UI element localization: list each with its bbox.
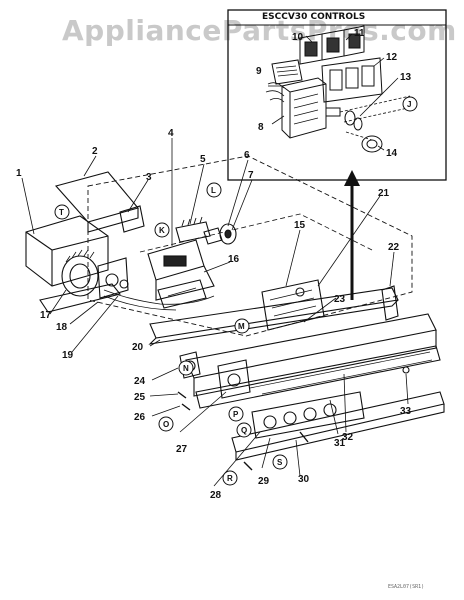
callout-16: 16 xyxy=(228,254,240,265)
svg-text:P: P xyxy=(233,410,239,419)
callout-33: 33 xyxy=(400,406,412,417)
callout-7: 7 xyxy=(248,170,254,181)
part-28-shape xyxy=(251,391,365,439)
callout-3: 3 xyxy=(146,172,152,183)
letter-callout-T: T xyxy=(54,204,70,220)
callout-15: 15 xyxy=(294,220,306,231)
callout-2: 2 xyxy=(92,146,98,157)
part-8-shape xyxy=(281,77,327,139)
inset-box xyxy=(227,9,447,181)
svg-text:M: M xyxy=(238,322,245,331)
letter-callout-L: L xyxy=(206,182,222,198)
part-9-shape xyxy=(271,59,303,85)
part-12-shape xyxy=(321,57,383,103)
leader-lines xyxy=(21,33,409,487)
callout-9: 9 xyxy=(256,66,262,77)
callout-18: 18 xyxy=(56,322,68,333)
callout-13: 13 xyxy=(400,72,412,83)
footer-code: ESA2L07(SR1) xyxy=(388,584,425,590)
letter-callout-N: N xyxy=(178,360,194,376)
part-20-shape xyxy=(149,287,399,339)
part-13-shape xyxy=(344,110,356,126)
callout-11: 11 xyxy=(354,28,365,39)
svg-text:R: R xyxy=(227,474,233,483)
callout-26: 26 xyxy=(134,412,146,423)
callout-27: 27 xyxy=(176,444,188,455)
part-callouts: 1 2 3 4 5 6 7 8 9 10 11 12 13 14 15 16 1… xyxy=(16,28,412,501)
callout-12: 12 xyxy=(386,52,398,63)
part-3-shape xyxy=(119,205,145,233)
pointer-arrow xyxy=(344,170,360,300)
callout-24: 24 xyxy=(134,376,146,387)
callout-29: 29 xyxy=(258,476,270,487)
part-15-shape xyxy=(261,279,325,331)
callout-31: 31 xyxy=(334,438,346,449)
letter-callout-S: S xyxy=(272,454,288,470)
part-1-shape xyxy=(25,215,109,287)
callout-5: 5 xyxy=(200,154,206,165)
callout-17: 17 xyxy=(40,310,52,321)
motor-shape xyxy=(61,255,99,297)
svg-text:S: S xyxy=(277,458,283,467)
callout-14: 14 xyxy=(386,148,398,159)
callout-22: 22 xyxy=(388,242,400,253)
part-5-shape xyxy=(175,221,211,243)
part-19-shape xyxy=(103,289,215,305)
callout-20: 20 xyxy=(132,342,144,353)
callout-23: 23 xyxy=(334,294,346,305)
part-16-shape xyxy=(157,279,207,309)
callout-28: 28 xyxy=(210,490,222,501)
callout-10: 10 xyxy=(292,32,304,43)
letter-callout-M: M xyxy=(234,318,250,334)
letter-callout-O: O xyxy=(158,416,174,432)
watermark: AppliancePartsPros.com xyxy=(62,14,457,47)
callout-21: 21 xyxy=(378,188,390,199)
callout-1: 1 xyxy=(16,168,22,179)
letter-callout-P: P xyxy=(228,406,244,422)
svg-text:Q: Q xyxy=(241,426,247,435)
inset-parts xyxy=(265,25,411,153)
svg-text:L: L xyxy=(211,186,216,195)
main-assembly xyxy=(25,155,445,471)
letter-callout-J: J xyxy=(402,96,418,112)
svg-text:T: T xyxy=(59,208,64,217)
part-7-shape xyxy=(219,223,237,245)
part-22-shape xyxy=(381,285,399,321)
callout-25: 25 xyxy=(134,392,146,403)
letter-callouts: T K L J M N O P Q R S xyxy=(54,96,418,486)
part-32-shape xyxy=(195,345,441,409)
part-33-shape xyxy=(402,366,410,374)
svg-text:K: K xyxy=(159,226,165,235)
callout-30: 30 xyxy=(298,474,310,485)
part-27-shape xyxy=(217,359,251,399)
letter-callout-Q: Q xyxy=(236,422,252,438)
svg-text:O: O xyxy=(163,420,169,429)
svg-text:N: N xyxy=(183,364,189,373)
callout-6: 6 xyxy=(244,150,250,161)
callout-4: 4 xyxy=(168,128,174,139)
inset-title: ESCCV30 CONTROLS xyxy=(262,12,366,22)
inset-border xyxy=(227,9,447,181)
callout-8: 8 xyxy=(258,122,264,133)
part-14-shape xyxy=(361,135,383,153)
cabinet-outline xyxy=(87,155,413,337)
part-18-shape xyxy=(39,283,121,313)
svg-text:J: J xyxy=(407,100,411,109)
letter-callout-K: K xyxy=(154,222,170,238)
callout-32: 32 xyxy=(342,432,354,443)
callout-19: 19 xyxy=(62,350,74,361)
letter-callout-R: R xyxy=(222,470,238,486)
